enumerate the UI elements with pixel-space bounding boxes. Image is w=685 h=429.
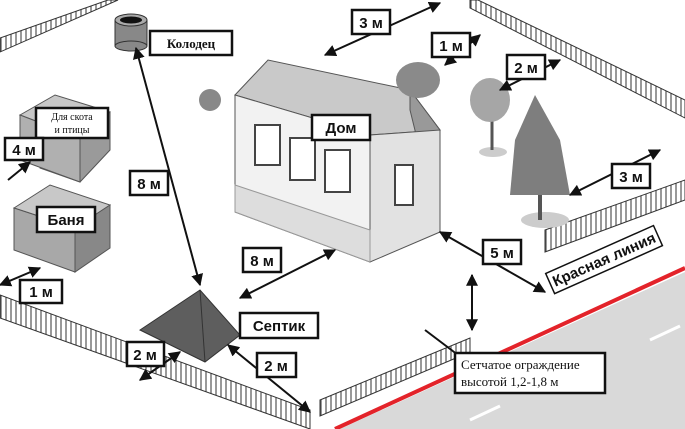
red-line bbox=[334, 266, 685, 429]
svg-text:Для скота: Для скота bbox=[51, 112, 93, 123]
label-fence-note: Сетчатое ограждение высотой 1,2-1,8 м bbox=[453, 351, 607, 395]
fence-top-left bbox=[0, 0, 119, 53]
road bbox=[340, 272, 685, 429]
distance-bathhouse-fence: 1 м bbox=[18, 278, 64, 305]
distance-tall-tree-fence: 3 м bbox=[610, 162, 652, 190]
distance-house-septic: 8 м bbox=[241, 246, 283, 274]
distance-shrub-fence: 1 м bbox=[430, 31, 472, 59]
distance-house-top-fence: 3 м bbox=[350, 8, 392, 36]
svg-text:2 м: 2 м bbox=[514, 60, 538, 77]
distance-small-tree-fence: 2 м bbox=[505, 53, 547, 81]
well bbox=[114, 13, 148, 52]
label-house: Дом bbox=[310, 113, 372, 142]
svg-text:Баня: Баня bbox=[48, 212, 85, 229]
svg-text:Сетчатое ограждение: Сетчатое ограждение bbox=[461, 357, 580, 372]
svg-text:и птицы: и птицы bbox=[55, 125, 90, 136]
svg-text:Дом: Дом bbox=[326, 120, 357, 137]
svg-text:1 м: 1 м bbox=[439, 38, 463, 55]
svg-text:2 м: 2 м bbox=[133, 347, 157, 364]
svg-text:3 м: 3 м bbox=[359, 15, 383, 32]
tall-tree bbox=[510, 95, 570, 228]
distance-labels: 3 м 1 м 2 м 3 м 4 м 8 м 8 м 5 м 1 м 2 м … bbox=[3, 8, 652, 379]
label-bathhouse: Баня bbox=[35, 205, 97, 234]
svg-text:1 м: 1 м bbox=[29, 284, 53, 301]
svg-text:Септик: Септик bbox=[253, 318, 306, 335]
svg-text:8 м: 8 м bbox=[137, 176, 161, 193]
svg-text:2 м: 2 м bbox=[264, 358, 288, 375]
distance-livestock-fence: 4 м bbox=[3, 136, 45, 162]
distance-septic-fence-bottom: 2 м bbox=[255, 351, 298, 379]
label-septic: Септик bbox=[238, 311, 320, 340]
shrub bbox=[199, 62, 440, 111]
svg-text:3 м: 3 м bbox=[619, 169, 643, 186]
svg-text:5 м: 5 м bbox=[490, 245, 514, 262]
distance-house-red-line: 5 м bbox=[481, 238, 523, 266]
svg-text:высотой 1,2-1,8 м: высотой 1,2-1,8 м bbox=[461, 374, 559, 389]
svg-text:4 м: 4 м bbox=[12, 142, 36, 159]
distance-well-septic: 8 м bbox=[128, 169, 170, 197]
svg-text:Колодец: Колодец bbox=[167, 36, 216, 51]
label-livestock: Для скота и птицы bbox=[34, 106, 110, 140]
label-well: Колодец bbox=[148, 29, 234, 57]
fence-top-right bbox=[469, 0, 685, 119]
svg-text:8 м: 8 м bbox=[250, 253, 274, 270]
small-tree bbox=[470, 78, 510, 157]
distance-septic-fence-left: 2 м bbox=[125, 340, 166, 368]
